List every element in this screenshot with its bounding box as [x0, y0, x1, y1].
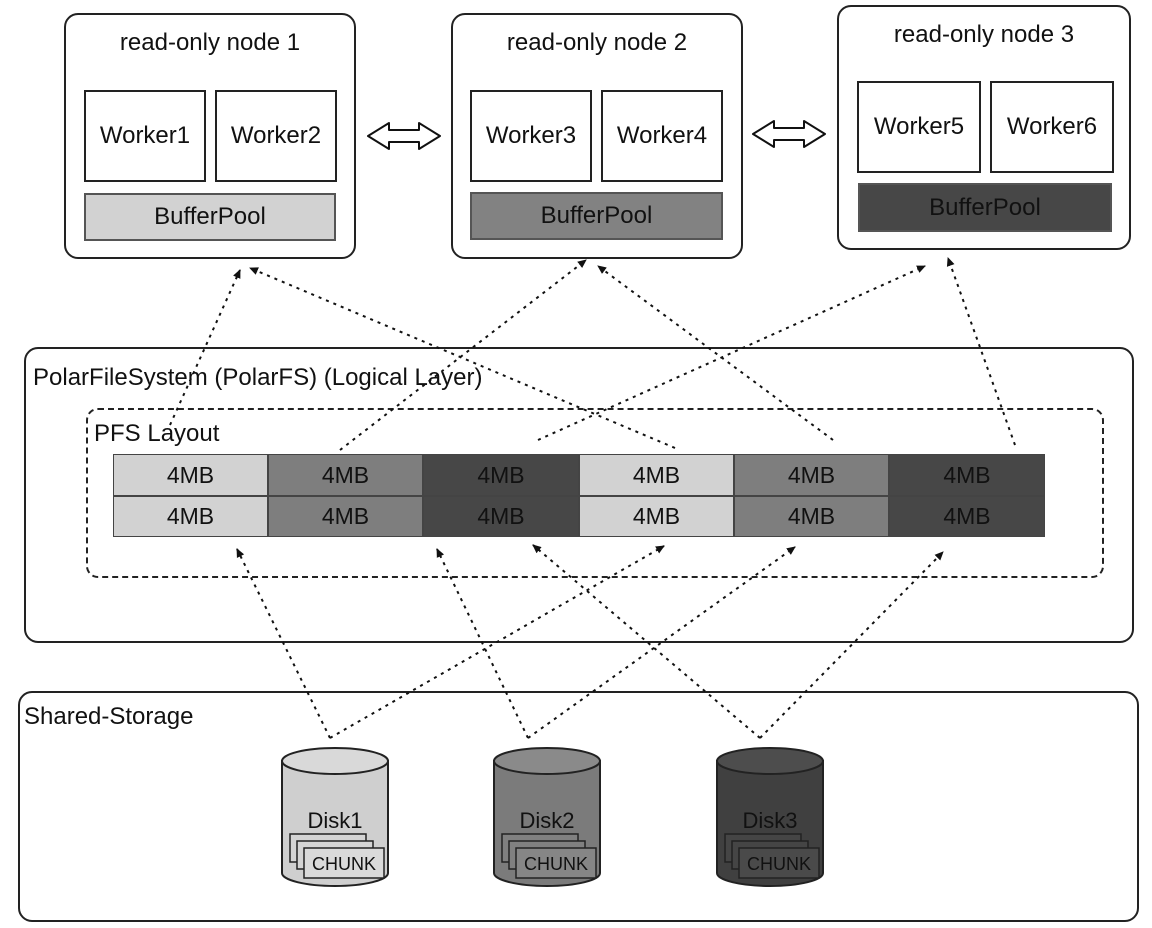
- worker-3: Worker3: [470, 90, 592, 182]
- pfs-cell: 4MB: [889, 454, 1045, 496]
- pfs-cell: 4MB: [579, 454, 734, 496]
- worker-2: Worker2: [215, 90, 337, 182]
- pfs-cell: 4MB: [579, 496, 734, 537]
- shared-storage-title: Shared-Storage: [24, 703, 194, 730]
- pfs-cell: 4MB: [113, 454, 268, 496]
- pfs-cell: 4MB: [268, 496, 423, 537]
- pfs-cell: 4MB: [113, 496, 268, 537]
- bufferpool-node-2: BufferPool: [470, 192, 723, 240]
- read-only-node-3: read-only node 3 Worker5 Worker6 BufferP…: [837, 5, 1131, 250]
- read-only-node-2: read-only node 2 Worker3 Worker4 BufferP…: [451, 13, 743, 259]
- bidirectional-arrow-1-2: [367, 122, 441, 150]
- read-only-node-1: read-only node 1 Worker1 Worker2 BufferP…: [64, 13, 356, 259]
- polarfs-title: PolarFileSystem (PolarFS) (Logical Layer…: [33, 364, 483, 391]
- pfs-cell: 4MB: [734, 454, 889, 496]
- pfs-cell: 4MB: [734, 496, 889, 537]
- worker-1: Worker1: [84, 90, 206, 182]
- pfs-cell: 4MB: [423, 454, 579, 496]
- node-2-title: read-only node 2: [506, 29, 688, 56]
- node-3-title: read-only node 3: [893, 21, 1075, 48]
- worker-4: Worker4: [601, 90, 723, 182]
- worker-5: Worker5: [857, 81, 981, 173]
- pfs-cell: 4MB: [423, 496, 579, 537]
- pfs-layout-title: PFS Layout: [94, 420, 220, 447]
- worker-6: Worker6: [990, 81, 1114, 173]
- node-1-title: read-only node 1: [119, 29, 301, 56]
- bufferpool-node-1: BufferPool: [84, 193, 336, 241]
- bidirectional-arrow-2-3: [752, 120, 826, 148]
- pfs-cell: 4MB: [889, 496, 1045, 537]
- pfs-cell: 4MB: [268, 454, 423, 496]
- bufferpool-node-3: BufferPool: [858, 183, 1112, 232]
